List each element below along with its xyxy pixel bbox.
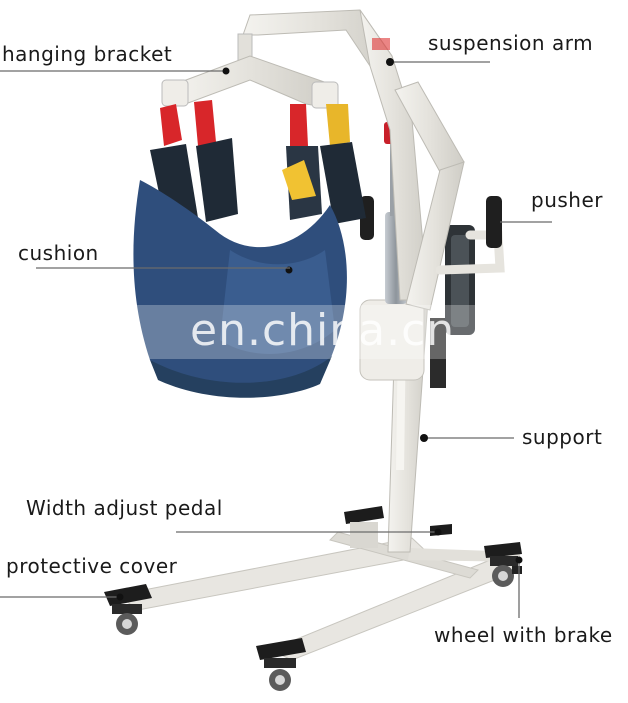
suspension-arm <box>242 9 465 311</box>
width-adjust-pedal <box>344 506 452 548</box>
label-cushion: cushion <box>18 241 99 265</box>
watermark: en.china.cn <box>190 305 456 356</box>
cushion-sling <box>133 180 347 398</box>
wheel-front <box>269 669 291 691</box>
label-pusher: pusher <box>531 188 603 212</box>
label-support: support <box>522 425 603 449</box>
label-width-adjust-pedal: Width adjust pedal <box>26 496 223 520</box>
protective-cover-right <box>484 542 522 566</box>
leader-lines <box>0 61 552 618</box>
actuator-motor <box>359 299 446 388</box>
wheel-left <box>116 613 138 635</box>
wheel-with-brake <box>492 565 522 587</box>
label-suspension-arm: suspension arm <box>428 31 594 55</box>
label-hanging-bracket: hanging bracket <box>2 42 173 66</box>
sling-straps <box>150 100 366 236</box>
label-wheel-with-brake: wheel with brake <box>434 623 613 647</box>
label-protective-cover: protective cover <box>6 554 178 578</box>
battery-box <box>445 225 475 335</box>
protective-cover-front <box>256 638 306 668</box>
pusher-handle <box>360 196 505 275</box>
protective-cover-left <box>104 584 152 614</box>
watermark-band <box>130 305 570 359</box>
hanging-bracket <box>161 33 339 109</box>
